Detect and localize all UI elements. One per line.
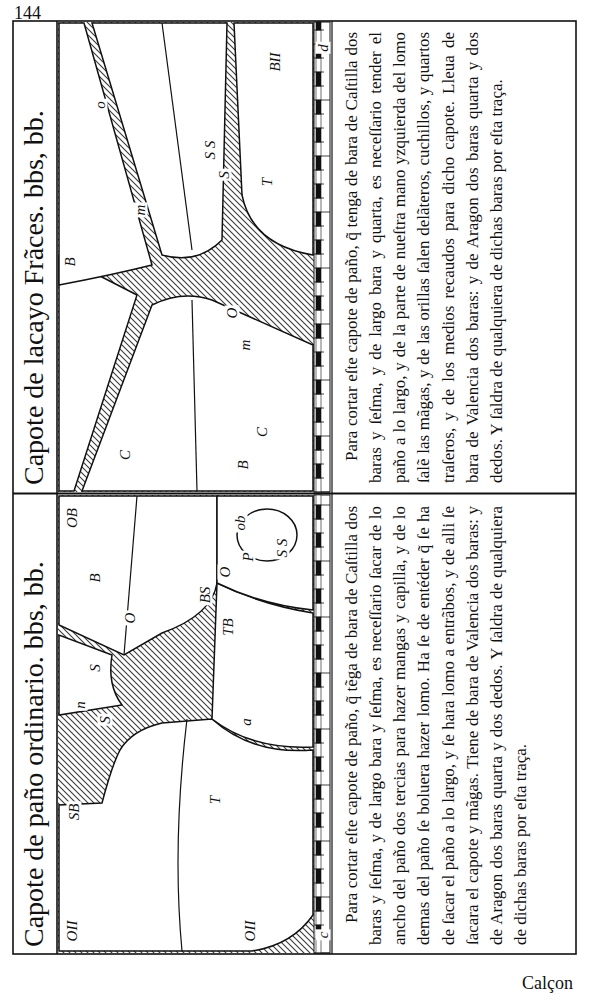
piece-letter: ob xyxy=(233,514,248,533)
piece-letter: C xyxy=(255,425,270,439)
piece-letter: c xyxy=(316,930,331,941)
piece-letter: T xyxy=(208,794,223,806)
pattern-title: Capote de lacayo Frãces. bbs, bb. xyxy=(16,110,52,485)
piece-letter: C xyxy=(118,448,133,462)
piece-letter: o xyxy=(93,99,108,111)
piece-letter: d xyxy=(316,42,331,54)
piece-letter: m xyxy=(238,338,253,353)
piece-letter: P xyxy=(241,550,256,563)
rotated-page: Capote de paño ordinario. bbs, bb. Para c… xyxy=(12,20,577,955)
piece-letter: OII xyxy=(65,919,80,944)
piece-letter: S xyxy=(88,662,103,674)
piece-letter: m xyxy=(133,203,148,218)
page-number: 144 xyxy=(14,4,41,22)
piece-letter: TB xyxy=(221,616,236,638)
piece-letter: S xyxy=(98,714,113,726)
piece-letter: O xyxy=(225,306,240,321)
piece-letter: B xyxy=(63,255,78,268)
piece-letter: OII xyxy=(243,919,258,944)
piece-letter: B xyxy=(236,458,251,471)
piece-letter: B xyxy=(88,571,103,584)
pattern-instructions: Para cortar eſte capote de paño, q̃ teng… xyxy=(340,32,509,483)
pattern-instructions: Para cortar eſte capote de paño, q̃ tẽga… xyxy=(340,506,533,945)
piece-letter: BII xyxy=(268,50,283,73)
piece-letter: SB xyxy=(67,802,82,823)
piece-letter: OB xyxy=(65,506,80,530)
piece-letter: n xyxy=(73,699,88,711)
piece-letter: S S xyxy=(203,139,218,162)
piece-letter: a xyxy=(239,716,254,728)
piece-letter: BS xyxy=(198,585,213,606)
pattern-column: Capote de lacayo Frãces. bbs, bb. Para co… xyxy=(12,20,577,493)
piece-letter: O xyxy=(123,611,138,626)
pattern-title: Capote de paño ordinario. bbs, bb. xyxy=(16,561,52,947)
catchword: Calçon xyxy=(522,974,573,992)
piece-letter: S S xyxy=(275,537,290,560)
piece-letter: T xyxy=(260,176,275,188)
piece-letter: O xyxy=(218,565,233,580)
piece-letter: S xyxy=(217,169,232,181)
